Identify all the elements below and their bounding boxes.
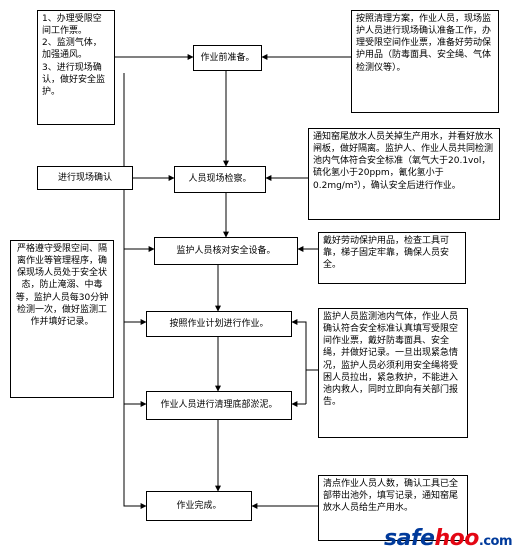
step-work-plan: 按照作业计划进行作业。 [146, 311, 292, 337]
check-in-note: 通知窑尾放水人员关掉生产用水，并看好放水闸板，做好隔离。监护人、作业人员共同检测… [308, 128, 500, 220]
left-bracket-line [123, 73, 147, 509]
complete-note: 清点作业人员人数，确认工具已全部带出池外，填写记录，通知窑尾放水人员给生产用水。 [318, 475, 468, 541]
left-safety-note: 严格遵守受限空间、隔离作业等管理程序，确保现场人员处于安全状态，防止淹溺、中毒等… [10, 240, 114, 398]
step-check-in: 人员现场检察。 [174, 166, 266, 193]
step-complete: 作业完成。 [146, 491, 252, 521]
requirement-item: 2、监测气体，加强通风。 [42, 38, 102, 61]
requirement-item: 3、进行现场确认，做好安全监护。 [42, 62, 106, 97]
step-prepare: 作业前准备。 [193, 45, 262, 71]
requirement-item: 1、办理受限空间工作票。 [42, 14, 102, 37]
top-right-preparation-note: 按照清理方案，作业人员，现场监护人员进行现场确认准备工作，办理受限空间作业票，准… [351, 10, 499, 113]
step-clean-mud: 作业人员进行清理底部淤泥。 [146, 391, 292, 420]
safehoo-logo: safehoo.com [384, 526, 512, 551]
step-guard-verify: 监护人员核对安全设备。 [154, 237, 298, 265]
monitor-note: 监护人员监测池内气体，作业人员确认符合安全标准认真填写受限空间作业票，戴好防毒面… [318, 308, 468, 438]
monitor-bracket-line [291, 319, 318, 371]
site-confirm-box: 进行现场确认 [37, 166, 133, 190]
top-left-requirements-box: 1、办理受限空间工作票。 2、监测气体，加强通风。 3、进行现场确认，做好安全监… [37, 10, 115, 125]
guard-verify-note: 戴好劳动保护用品，检查工具可靠，梯子固定牢靠，确保人员安全。 [318, 232, 466, 284]
